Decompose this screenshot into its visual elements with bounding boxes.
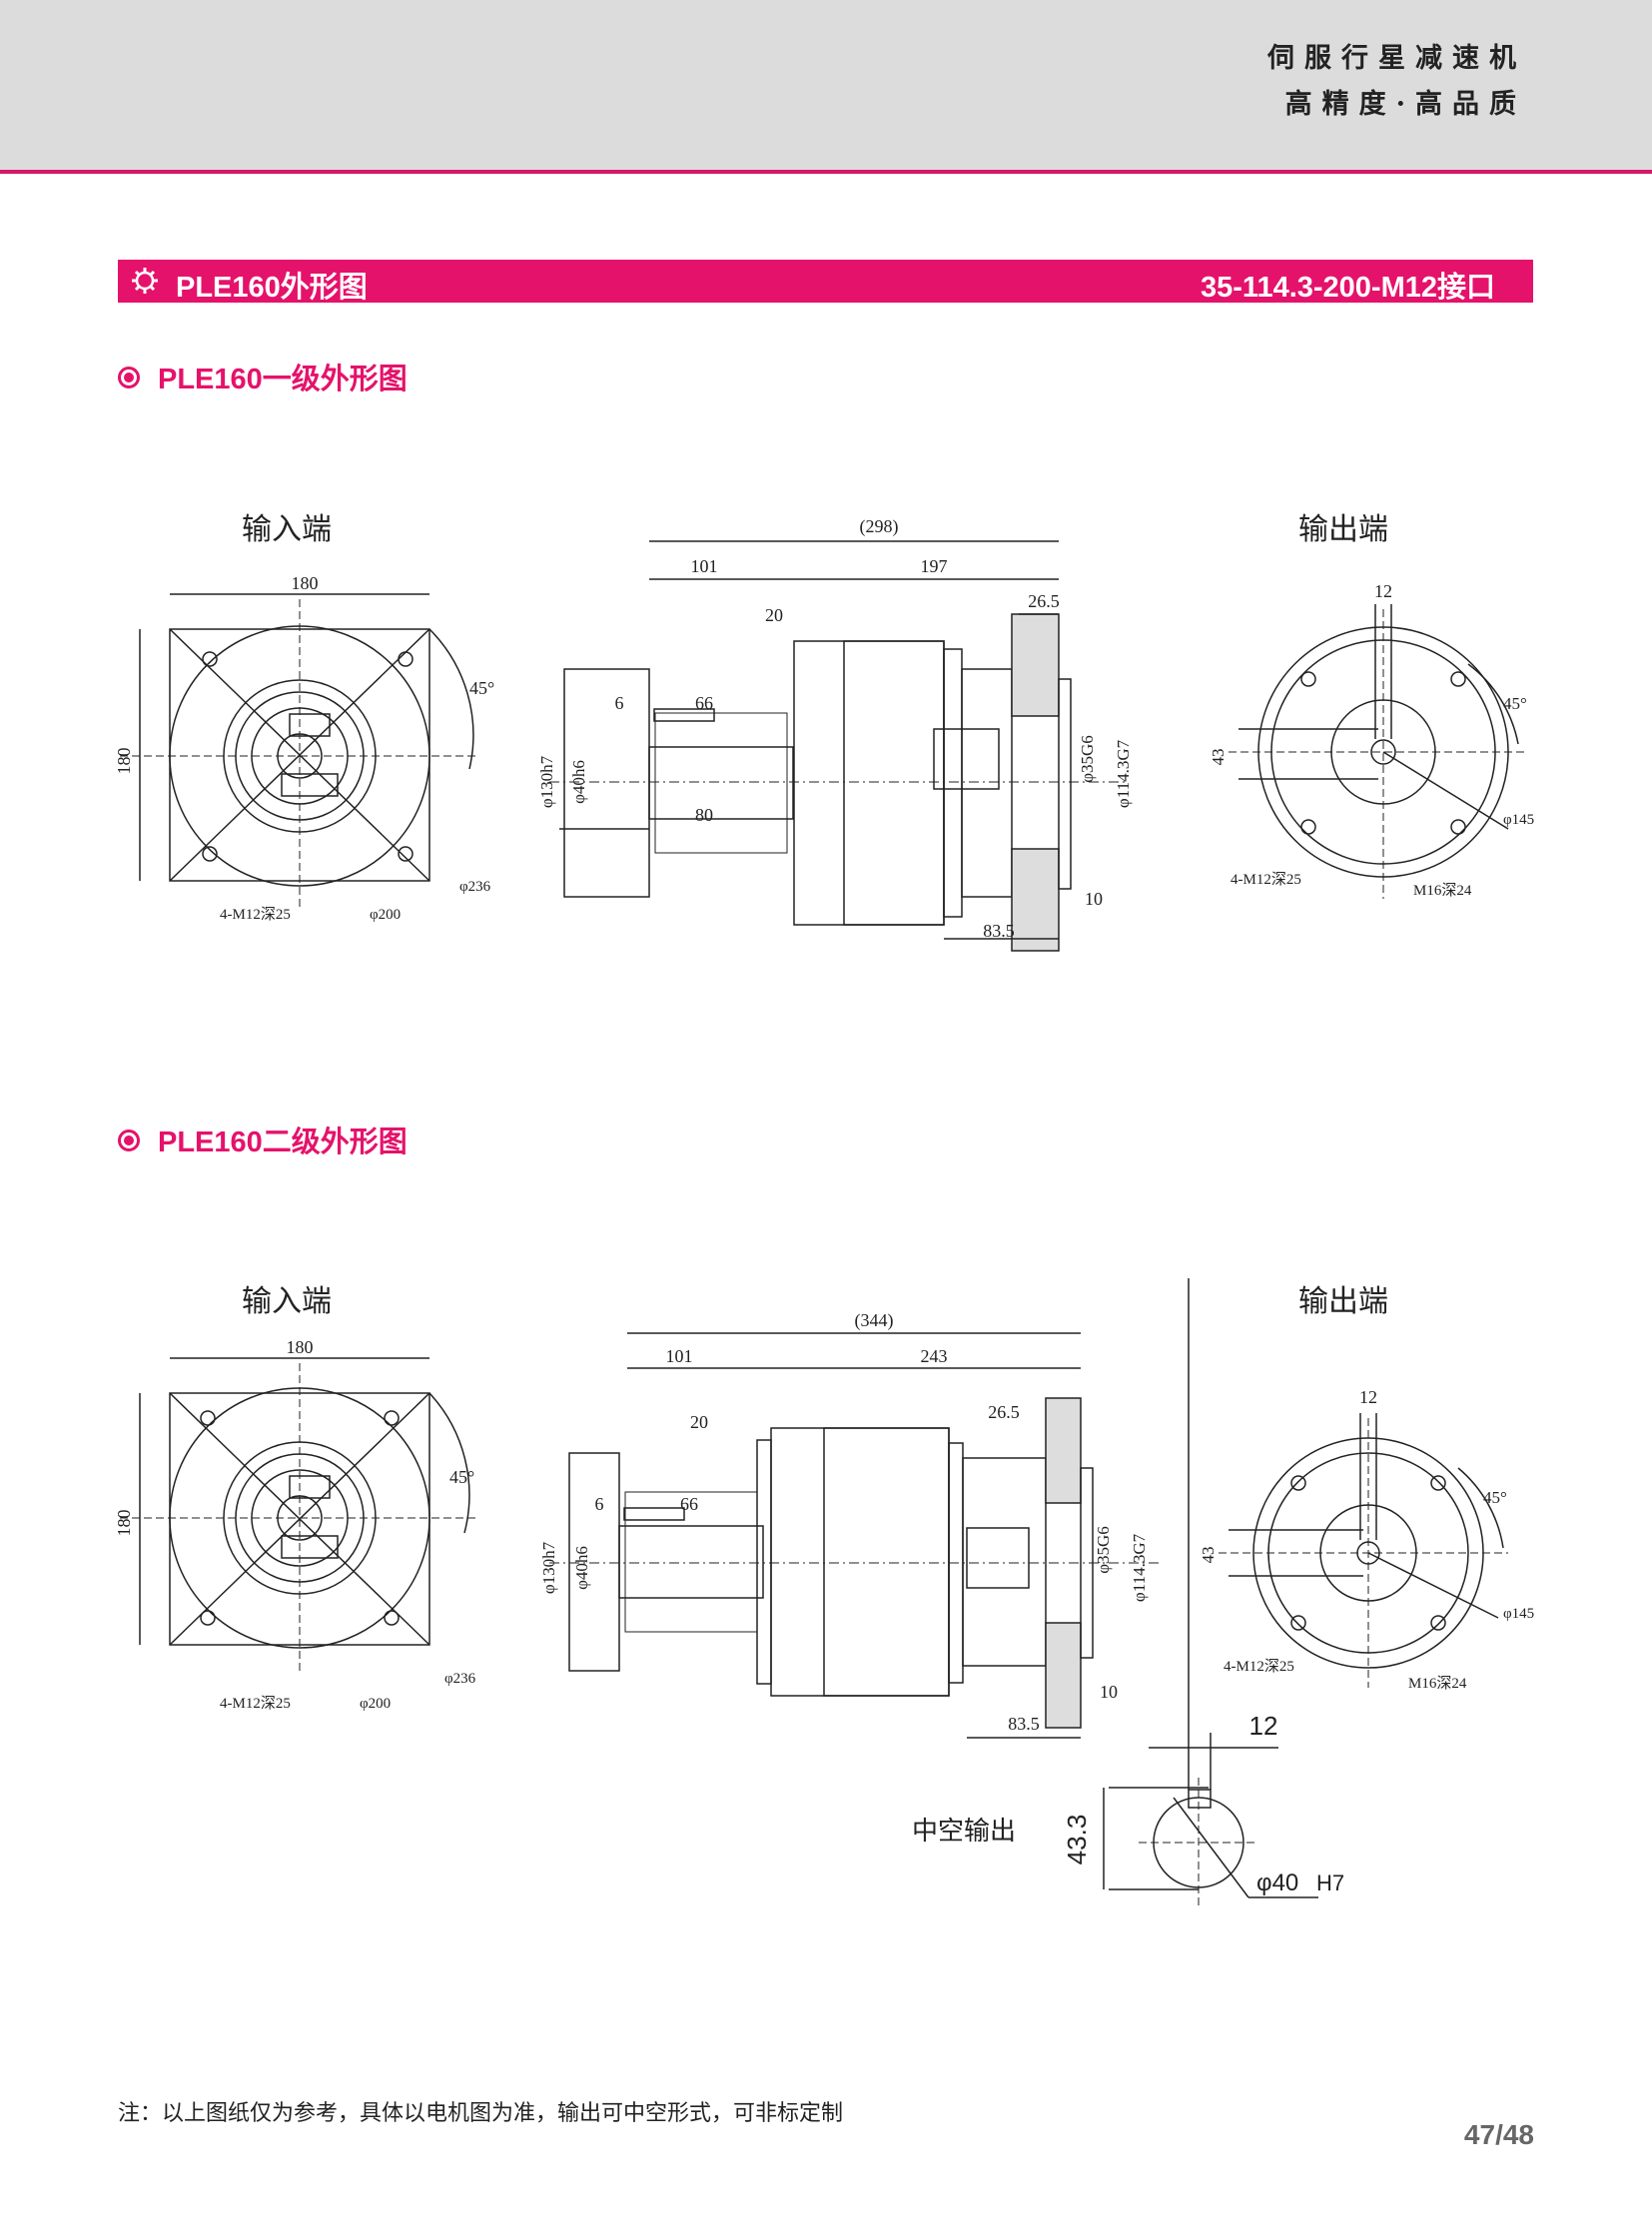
svg-text:66: 66	[695, 693, 713, 713]
section-heading-2: PLE160二级外形图	[118, 1119, 408, 1160]
svg-text:φ40h6: φ40h6	[569, 760, 588, 804]
svg-text:101: 101	[691, 556, 718, 576]
svg-text:6: 6	[595, 1494, 604, 1514]
svg-text:180: 180	[292, 573, 319, 593]
svg-text:26.5: 26.5	[988, 1402, 1020, 1422]
svg-text:12: 12	[1374, 581, 1392, 601]
svg-text:φ145: φ145	[1503, 812, 1534, 828]
svg-text:φ145: φ145	[1503, 1606, 1534, 1622]
svg-text:101: 101	[666, 1346, 693, 1366]
svg-text:180: 180	[114, 1510, 134, 1537]
hollow-label: 中空输出	[912, 1817, 1016, 1846]
section-heading-1: PLE160一级外形图	[118, 356, 408, 397]
bullet-icon	[118, 367, 140, 389]
input-end-label: 输入端	[242, 513, 332, 546]
svg-text:φ200: φ200	[360, 1696, 391, 1712]
svg-text:4-M12深25: 4-M12深25	[220, 906, 291, 923]
output-end-label-2: 输出端	[1298, 1285, 1388, 1318]
svg-text:φ130h7: φ130h7	[537, 755, 556, 808]
svg-text:M16深24: M16深24	[1408, 1675, 1467, 1692]
page-number: 47/48	[1463, 2119, 1534, 2150]
svg-text:45°: 45°	[449, 1467, 474, 1487]
gear-icon	[132, 268, 158, 294]
title-bar: PLE160外形图 35-114.3-200-M12接口	[118, 260, 1533, 304]
svg-text:φ114.3G7: φ114.3G7	[1130, 1533, 1149, 1602]
svg-text:45°: 45°	[1483, 1488, 1507, 1507]
footer-note: 注：以上图纸仅为参考，具体以电机图为准，输出可中空形式，可非标定制	[118, 2101, 844, 2126]
bullet-icon	[118, 1129, 140, 1152]
svg-text:83.5: 83.5	[1008, 1714, 1040, 1734]
header-band	[0, 0, 1652, 170]
drawing-stage2: 输入端 输出端 180 180 45° 4-M12深25 φ200 φ236 (…	[0, 1278, 1652, 1927]
svg-text:197: 197	[921, 556, 948, 576]
svg-text:43.3: 43.3	[1062, 1815, 1092, 1865]
svg-text:H7: H7	[1316, 1870, 1344, 1895]
svg-text:80: 80	[695, 805, 713, 825]
svg-text:φ35G6: φ35G6	[1078, 735, 1097, 783]
svg-text:10: 10	[1085, 889, 1103, 909]
svg-text:φ130h7: φ130h7	[539, 1541, 558, 1594]
svg-text:66: 66	[680, 1494, 698, 1514]
svg-text:43: 43	[1209, 749, 1228, 766]
svg-text:6: 6	[615, 693, 624, 713]
svg-text:φ200: φ200	[370, 907, 401, 923]
svg-text:243: 243	[921, 1346, 948, 1366]
input-end-label-2: 输入端	[242, 1285, 332, 1318]
svg-text:4-M12深25: 4-M12深25	[1224, 1658, 1294, 1675]
svg-text:180: 180	[287, 1337, 314, 1357]
svg-text:180: 180	[114, 748, 134, 775]
svg-text:φ35G6: φ35G6	[1094, 1526, 1113, 1574]
output-end-label: 输出端	[1298, 513, 1388, 546]
svg-text:10: 10	[1100, 1682, 1118, 1702]
drawing-stage1: 输入端 输出端 180 180 45° 4-M12深25 φ200 φ236 (…	[0, 499, 1652, 969]
svg-text:4-M12深25: 4-M12深25	[220, 1695, 291, 1712]
svg-text:4-M12深25: 4-M12深25	[1231, 871, 1301, 888]
svg-text:26.5: 26.5	[1028, 591, 1060, 611]
svg-text:20: 20	[690, 1412, 708, 1432]
svg-text:20: 20	[765, 605, 783, 625]
svg-text:φ114.3G7: φ114.3G7	[1114, 739, 1133, 808]
svg-text:(344): (344)	[855, 1310, 894, 1331]
title-left: PLE160外形图	[176, 272, 368, 304]
svg-text:φ236: φ236	[444, 1671, 476, 1687]
svg-text:φ40: φ40	[1256, 1869, 1298, 1896]
svg-text:83.5: 83.5	[983, 921, 1015, 941]
header-slogan-2: 高精度·高品质	[1284, 89, 1526, 120]
svg-text:12: 12	[1249, 1711, 1278, 1741]
svg-text:45°: 45°	[1503, 694, 1527, 713]
svg-text:45°: 45°	[469, 678, 494, 698]
svg-text:φ236: φ236	[459, 879, 491, 895]
title-right: 35-114.3-200-M12接口	[1201, 272, 1495, 304]
header-slogan-1: 伺服行星减速机	[1267, 43, 1526, 74]
svg-text:φ40h6: φ40h6	[572, 1546, 591, 1590]
svg-text:M16深24: M16深24	[1413, 882, 1472, 899]
svg-text:43: 43	[1199, 1547, 1218, 1564]
svg-text:12: 12	[1359, 1387, 1377, 1407]
svg-text:(298): (298)	[860, 516, 899, 537]
header-divider	[0, 170, 1652, 174]
